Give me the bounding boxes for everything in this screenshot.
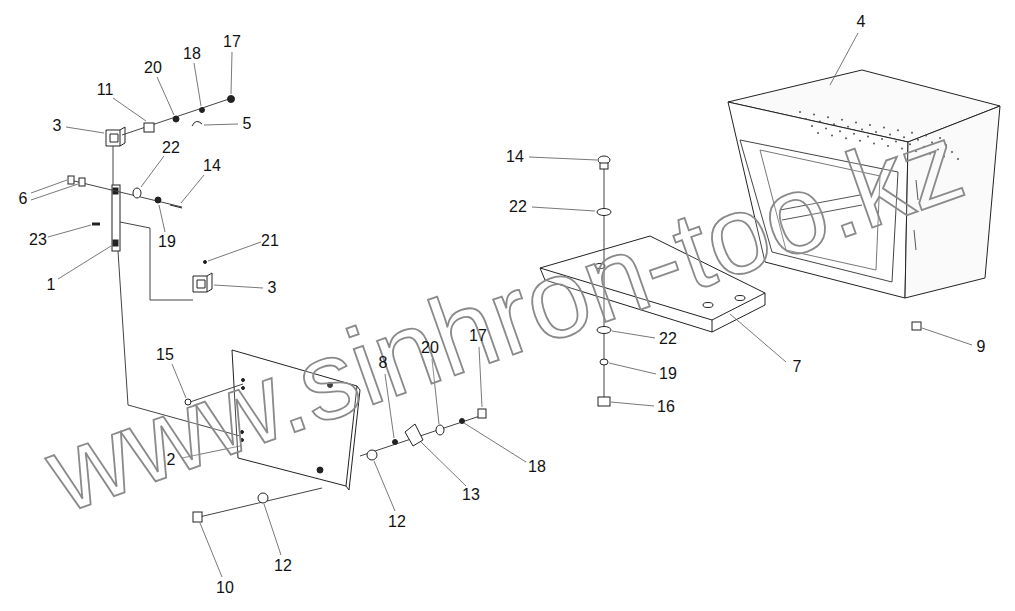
- perforation-dot: [833, 123, 835, 125]
- callout-number: 23: [29, 232, 47, 248]
- callout-number: 6: [19, 191, 28, 207]
- callout-number: 22: [162, 140, 180, 156]
- perforation-dot: [811, 125, 813, 127]
- perforation-dot: [825, 128, 827, 130]
- callout-number: 1: [47, 277, 56, 293]
- callout-number: 12: [274, 558, 292, 574]
- callout-number: 14: [203, 158, 221, 174]
- callout-number: 19: [659, 366, 677, 382]
- callout-number: 18: [528, 459, 546, 475]
- perforation-dot: [799, 111, 801, 113]
- perforation-dot: [841, 119, 843, 121]
- callout-number: 4: [857, 14, 866, 30]
- callout-number: 12: [388, 514, 406, 530]
- perforation-dot: [855, 121, 857, 123]
- perforation-dot: [831, 135, 833, 137]
- callout-number: 8: [379, 355, 388, 371]
- perforation-dot: [839, 130, 841, 132]
- callout-number: 19: [158, 234, 176, 250]
- callout-number: 16: [657, 399, 675, 415]
- perforation-dot: [827, 116, 829, 118]
- perforation-dot: [813, 114, 815, 116]
- callout-number: 17: [469, 328, 487, 344]
- callout-number: 22: [659, 331, 677, 347]
- perforation-dot: [861, 128, 863, 130]
- callout-number: 17: [223, 34, 241, 50]
- callout-number: 7: [793, 359, 802, 375]
- callout-number: 9: [977, 339, 986, 355]
- callout-number: 15: [156, 347, 174, 363]
- callout-number: 20: [144, 60, 162, 76]
- callout-number: 5: [243, 116, 252, 132]
- callout-number: 21: [261, 233, 279, 249]
- perforation-dot: [819, 121, 821, 123]
- callout-number: 22: [509, 199, 527, 215]
- callout-number: 14: [506, 149, 524, 165]
- callout-number: 2: [167, 452, 176, 468]
- callout-number: 10: [216, 580, 234, 596]
- perforation-dot: [817, 132, 819, 134]
- perforation-dot: [847, 126, 849, 128]
- callout-number: 18: [183, 46, 201, 62]
- perforation-dot: [805, 118, 807, 120]
- callout-number: 3: [268, 280, 277, 296]
- perforation-dot: [869, 124, 871, 126]
- callout-number: 3: [53, 118, 62, 134]
- callout-number: 20: [421, 340, 439, 356]
- callout-number: 11: [97, 82, 114, 98]
- callout-number: 13: [462, 487, 480, 503]
